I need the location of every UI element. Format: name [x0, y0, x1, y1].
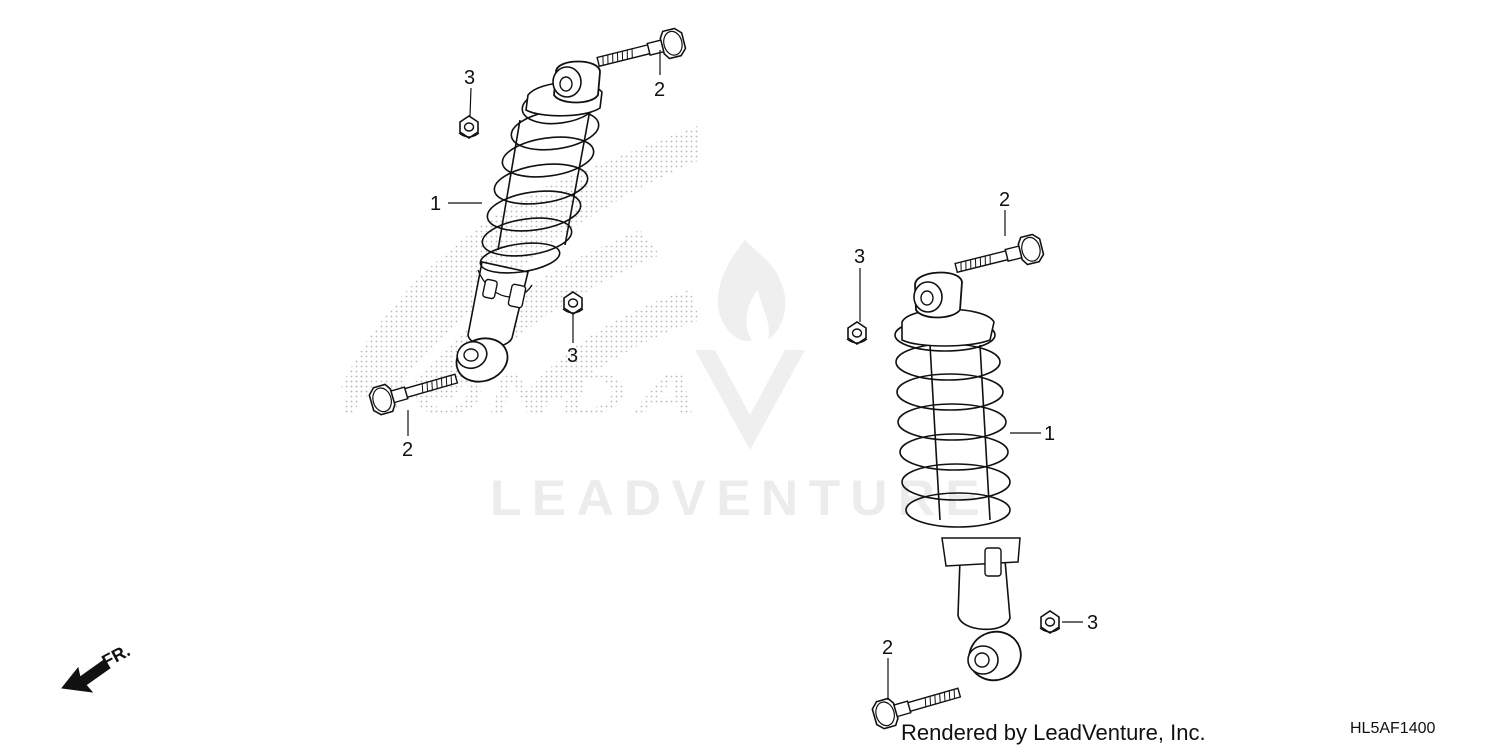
callout-right-top-nut: 3: [854, 246, 865, 268]
right-lower-bushing: [967, 630, 1022, 682]
callout-left-top-nut: 3: [464, 67, 475, 89]
leadventure-text-watermark: LEADVENTURE: [490, 470, 990, 526]
callout-right-bottom-bolt: 2: [882, 637, 893, 659]
right-upper-bushing: [913, 271, 963, 319]
honda-wing-watermark: [340, 125, 700, 400]
right-shock-absorber: [894, 271, 1022, 682]
leadventure-logo-watermark: [695, 240, 805, 450]
front-direction-arrow: FR.: [61, 640, 133, 693]
callout-right-top-bolt: 2: [999, 189, 1010, 211]
right-top-nut: [846, 321, 868, 345]
render-credit: Rendered by LeadVenture, Inc.: [901, 720, 1206, 745]
right-bottom-nut: [1039, 610, 1061, 634]
callout-left-bottom-bolt: 2: [402, 439, 413, 461]
callout-left-top-bolt: 2: [654, 79, 665, 101]
left-coil-spring: [479, 85, 600, 274]
diagram-code: HL5AF1400: [1350, 720, 1435, 737]
right-top-bolt: [952, 232, 1046, 283]
left-lower-bushing: [455, 337, 509, 383]
left-upper-bushing: [552, 60, 601, 104]
left-top-nut: [458, 115, 480, 139]
callout-left-bottom-nut: 3: [567, 345, 578, 367]
leader-lines: [407, 50, 1083, 700]
left-top-bolt: [594, 26, 688, 77]
callout-right-bottom-nut: 3: [1087, 612, 1098, 634]
callout-left-shock: 1: [430, 193, 441, 215]
callout-right-shock: 1: [1044, 423, 1055, 445]
left-shock-absorber: [455, 60, 603, 383]
